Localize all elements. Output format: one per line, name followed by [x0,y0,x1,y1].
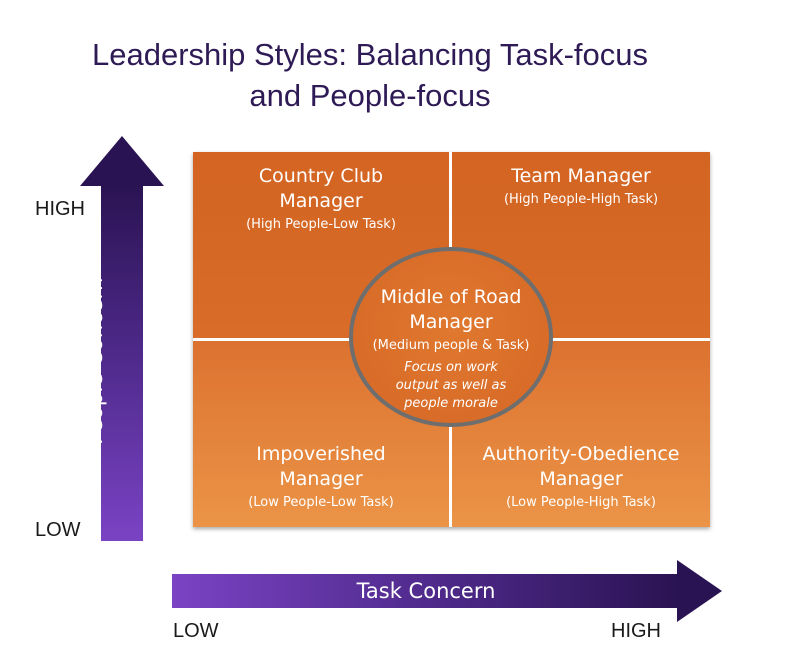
center-note-line-1: Focus on work [404,360,498,375]
task-concern-arrow-shaft [172,574,680,608]
quadrant-title-line-1: Impoverished [256,443,386,465]
quadrant-subtitle: (High People-High Task) [503,192,659,207]
page-title: Leadership Styles: Balancing Task-focus … [0,34,740,116]
center-subtitle: (Medium people & Task) [372,338,530,353]
people-concern-arrow-shaft [101,184,143,541]
x-axis-low-label: LOW [173,620,219,642]
arrow-up-icon [80,136,164,186]
quadrant-title-line-1: Team Manager [511,165,651,187]
y-axis-high-label: HIGH [35,198,85,220]
center-note-line-3: people morale [404,396,498,411]
arrow-right-icon [677,560,722,622]
quadrant-title-line-2: Manager [279,190,363,212]
quadrant-team-manager: Team Manager (High People-High Task) [452,152,710,338]
center-note-line-2: output as well as [395,378,507,393]
center-title-line-2: Manager [409,311,493,333]
middle-of-road-circle: Middle of Road Manager (Medium people & … [349,247,553,427]
leadership-grid: Country Club Manager (High People-Low Ta… [193,152,710,527]
quadrant-subtitle: (Low People-High Task) [506,495,656,510]
quadrant-title-line-2: Manager [279,468,363,490]
y-axis-low-label: LOW [35,519,81,541]
center-note: Focus on work output as well as people m… [353,359,549,413]
y-axis-label: People Concern [83,277,107,445]
center-title-line-1: Middle of Road [380,286,522,308]
quadrant-title-line-1: Country Club [258,165,384,187]
x-axis-label: Task Concern [356,579,496,603]
title-line-2: and People-focus [249,78,491,113]
title-line-1: Leadership Styles: Balancing Task-focus [91,37,649,72]
quadrant-subtitle: (High People-Low Task) [246,217,396,232]
quadrant-subtitle: (Low People-Low Task) [248,495,394,510]
x-axis-high-label: HIGH [611,620,661,642]
task-concern-arrow [172,560,722,622]
people-concern-arrow [80,136,164,541]
quadrant-title-line-1: Authority-Obedience [482,443,680,465]
quadrant-title-line-2: Manager [539,468,623,490]
